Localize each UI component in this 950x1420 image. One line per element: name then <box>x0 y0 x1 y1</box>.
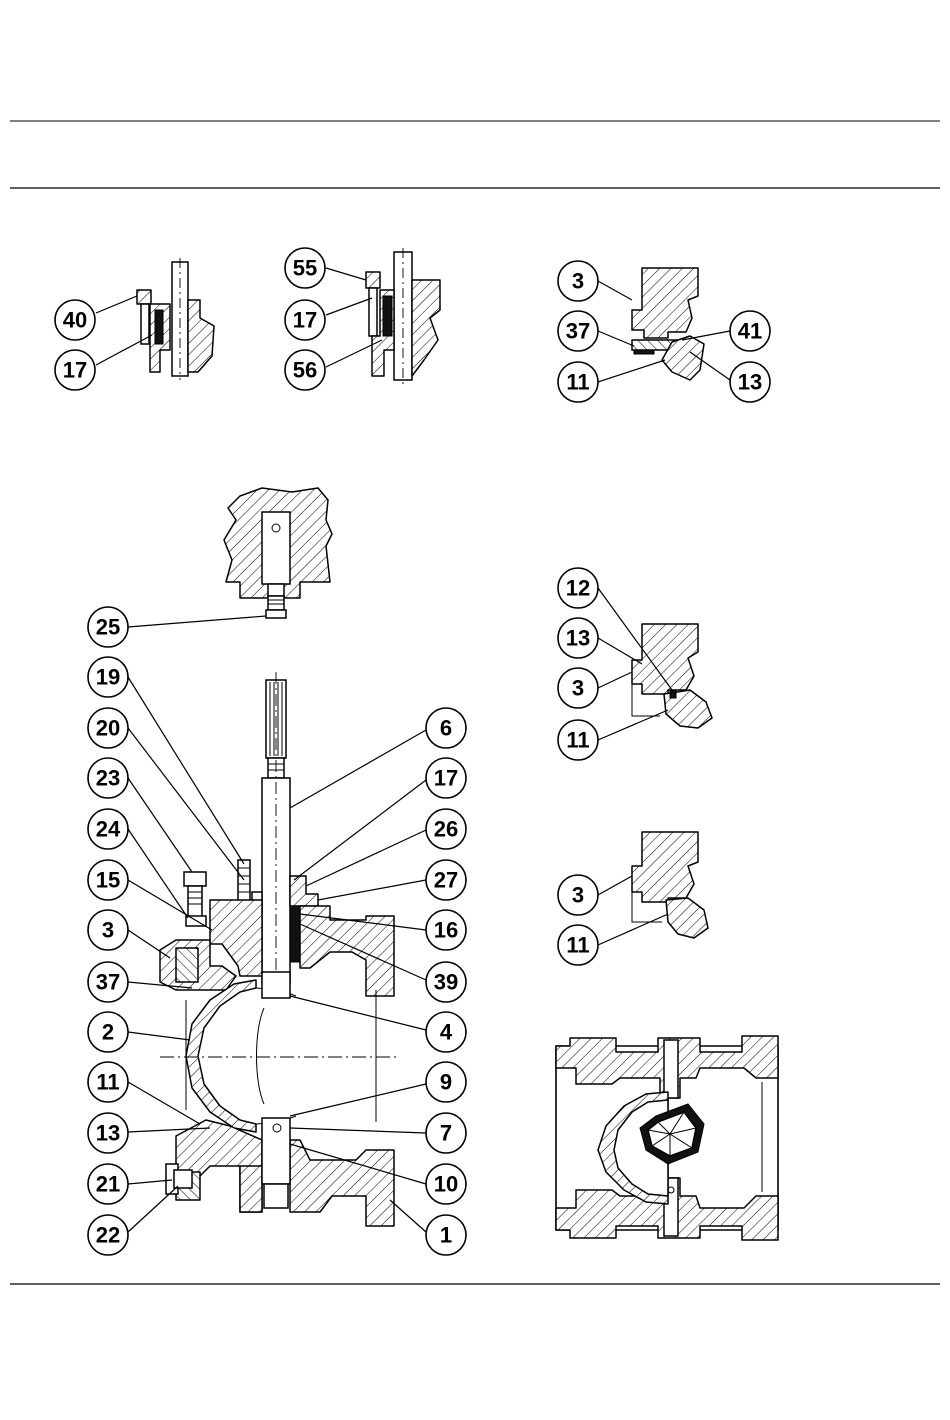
callout-27: 27 <box>318 860 466 900</box>
callout-label: 21 <box>96 1172 120 1197</box>
callout-label: 13 <box>738 370 762 395</box>
callout-label: 17 <box>434 766 458 791</box>
callout-label: 17 <box>63 358 87 383</box>
callout-label: 40 <box>63 308 87 333</box>
callout-11: 11 <box>558 914 668 965</box>
callout-40: 40 <box>55 296 137 340</box>
callout-label: 1 <box>440 1223 452 1248</box>
detail-seat-e <box>632 624 712 728</box>
callout-label: 9 <box>440 1070 452 1095</box>
callout-4: 4 <box>290 996 466 1052</box>
callout-label: 19 <box>96 665 120 690</box>
main-valve-assembly <box>160 672 400 1226</box>
callout-label: 24 <box>96 817 121 842</box>
callout-label: 27 <box>434 868 458 893</box>
callout-label: 3 <box>572 269 584 294</box>
callout-label: 41 <box>738 319 762 344</box>
callout-label: 6 <box>440 716 452 741</box>
callout-56: 56 <box>285 340 382 390</box>
callout-21: 21 <box>88 1164 172 1204</box>
callout-label: 11 <box>96 1070 119 1095</box>
callout-3: 3 <box>558 668 632 708</box>
callout-label: 26 <box>434 817 458 842</box>
callout-37: 37 <box>558 311 634 351</box>
callout-label: 13 <box>96 1121 120 1146</box>
callout-label: 16 <box>434 918 458 943</box>
callout-55: 55 <box>285 248 366 288</box>
callout-label: 11 <box>566 370 589 395</box>
callout-label: 3 <box>102 918 114 943</box>
callout-1: 1 <box>390 1200 466 1255</box>
callout-label: 56 <box>293 358 317 383</box>
callout-label: 25 <box>96 615 120 640</box>
callout-label: 37 <box>96 970 120 995</box>
callout-11: 11 <box>558 360 665 402</box>
callout-label: 3 <box>572 676 584 701</box>
callout-label: 11 <box>566 933 589 958</box>
detail-bottom-plug-d <box>224 488 332 618</box>
callout-2: 2 <box>88 1012 190 1052</box>
callout-label: 12 <box>566 576 590 601</box>
callout-label: 23 <box>96 766 120 791</box>
callout-label: 22 <box>96 1223 120 1248</box>
callout-3: 3 <box>558 261 632 301</box>
callout-25: 25 <box>88 607 266 647</box>
callout-label: 4 <box>440 1020 453 1045</box>
detail-seat-f <box>632 832 708 938</box>
callout-11: 11 <box>558 710 668 760</box>
callout-label: 17 <box>293 308 317 333</box>
callout-label: 37 <box>566 319 590 344</box>
callout-7: 7 <box>290 1113 466 1153</box>
callout-label: 39 <box>434 970 458 995</box>
callout-label: 3 <box>572 883 584 908</box>
detail-packing-b <box>366 248 440 384</box>
callout-label: 13 <box>566 626 590 651</box>
callout-label: 20 <box>96 716 120 741</box>
detail-seat-c <box>632 268 704 380</box>
callout-label: 10 <box>434 1172 458 1197</box>
callout-9: 9 <box>290 1062 466 1116</box>
callout-label: 55 <box>293 256 317 281</box>
callout-13: 13 <box>558 618 642 664</box>
callout-17: 17 <box>55 335 152 390</box>
callout-label: 11 <box>566 728 589 753</box>
callout-label: 15 <box>96 868 120 893</box>
callout-3: 3 <box>88 910 170 958</box>
callout-3: 3 <box>558 875 632 915</box>
callout-17: 17 <box>285 298 372 340</box>
detail-packing-a <box>137 258 214 380</box>
callout-label: 7 <box>440 1121 452 1146</box>
callout-label: 2 <box>102 1020 114 1045</box>
detail-plan-section <box>556 1036 778 1240</box>
